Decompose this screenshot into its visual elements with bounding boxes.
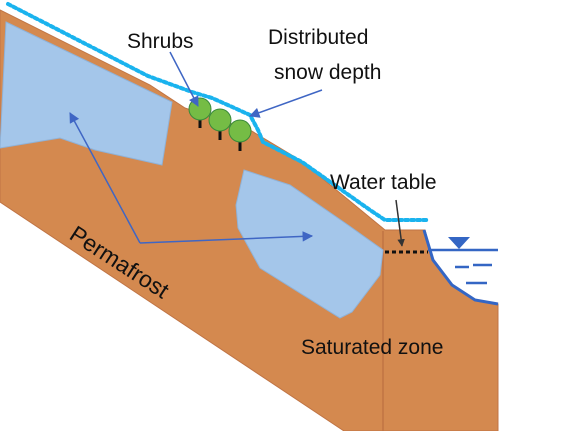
- shrub: [208, 108, 232, 140]
- shrubs-arrow: [169, 51, 199, 107]
- permafrost-arrow-lower: [139, 231, 314, 244]
- permafrost-patch-upper: [0, 21, 173, 166]
- permafrost-patch-lower: [235, 169, 384, 319]
- saturated-zone-label: Saturated zone: [301, 336, 443, 359]
- snow-depth-label-line1: Distributed: [268, 26, 368, 49]
- snow-depth-arrow: [249, 89, 323, 118]
- water-table-arrow: [395, 199, 405, 247]
- shrubs-label: Shrubs: [127, 30, 194, 53]
- permafrost-arrow-upper: [69, 112, 141, 244]
- snow-depth-line: [6, 2, 430, 222]
- water-table-marker-icon: [448, 237, 470, 249]
- shrub: [228, 119, 252, 151]
- snow-depth-label-line2: snow depth: [274, 61, 381, 84]
- water-table-label: Water table: [330, 171, 437, 194]
